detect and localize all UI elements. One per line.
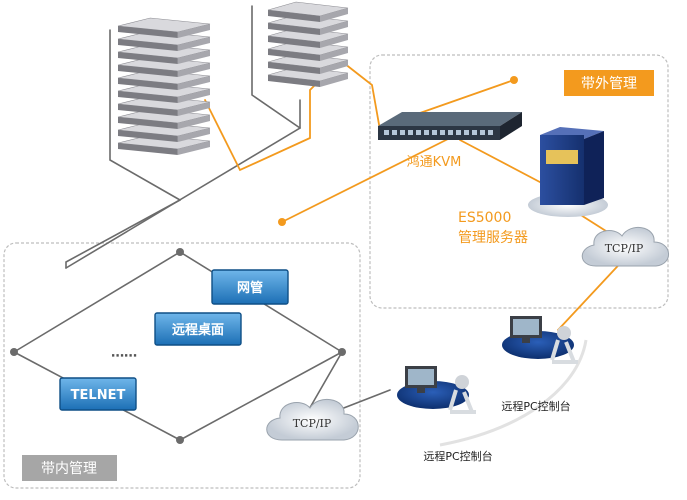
panel-ellipsis: ⋯⋯ xyxy=(111,349,137,364)
server-unit xyxy=(117,134,211,155)
server-unit xyxy=(117,30,211,51)
server-unit xyxy=(267,40,349,61)
server-unit xyxy=(117,56,211,77)
in-band-zone xyxy=(3,242,361,489)
tcp-ip-upper-label: TCP/IP xyxy=(605,242,644,255)
out-of-band-label: 带外管理 xyxy=(581,76,637,92)
out-of-band-label-box xyxy=(564,70,654,96)
server-unit xyxy=(117,17,211,38)
network-nodes xyxy=(10,248,346,444)
panel-telnet: TELNET xyxy=(59,377,137,411)
tcp-ip-cloud-lower xyxy=(266,399,359,441)
tcp-ip-cloud-upper xyxy=(581,227,669,267)
tcp-ip-lower-label: TCP/IP xyxy=(293,417,332,430)
remote-console-lower xyxy=(397,366,476,414)
management-server-tower xyxy=(528,127,608,217)
out-of-band-zone xyxy=(369,54,669,309)
server-stack-right xyxy=(267,1,349,87)
in-band-label-box xyxy=(22,455,117,481)
server-unit xyxy=(267,53,349,74)
kvm-label: 鸿通KVM xyxy=(407,154,462,170)
server-unit xyxy=(267,1,349,22)
server-unit xyxy=(117,43,211,64)
panel-remote-desktop-label: 远程桌面 xyxy=(172,322,224,338)
remote-console-lower-label: 远程PC控制台 xyxy=(423,449,492,463)
panel-telnet-label: TELNET xyxy=(71,388,126,403)
server-unit xyxy=(117,69,211,90)
remote-console-upper-label: 远程PC控制台 xyxy=(501,399,570,413)
remote-console-upper xyxy=(502,316,578,364)
panel-netmgmt: 网管 xyxy=(211,269,289,305)
in-band-label: 带内管理 xyxy=(41,461,97,477)
es5000-name: 管理服务器 xyxy=(458,230,528,246)
kvm-switch xyxy=(378,112,522,140)
panel-remote-desktop: 远程桌面 xyxy=(154,312,242,346)
server-stack-left xyxy=(117,17,211,155)
panel-netmgmt-label: 网管 xyxy=(237,280,263,296)
es5000-model: ES5000 xyxy=(458,210,511,226)
out-of-band-endpoints xyxy=(278,76,518,226)
console-arc xyxy=(439,339,588,447)
server-unit xyxy=(117,108,211,129)
server-unit xyxy=(117,121,211,142)
